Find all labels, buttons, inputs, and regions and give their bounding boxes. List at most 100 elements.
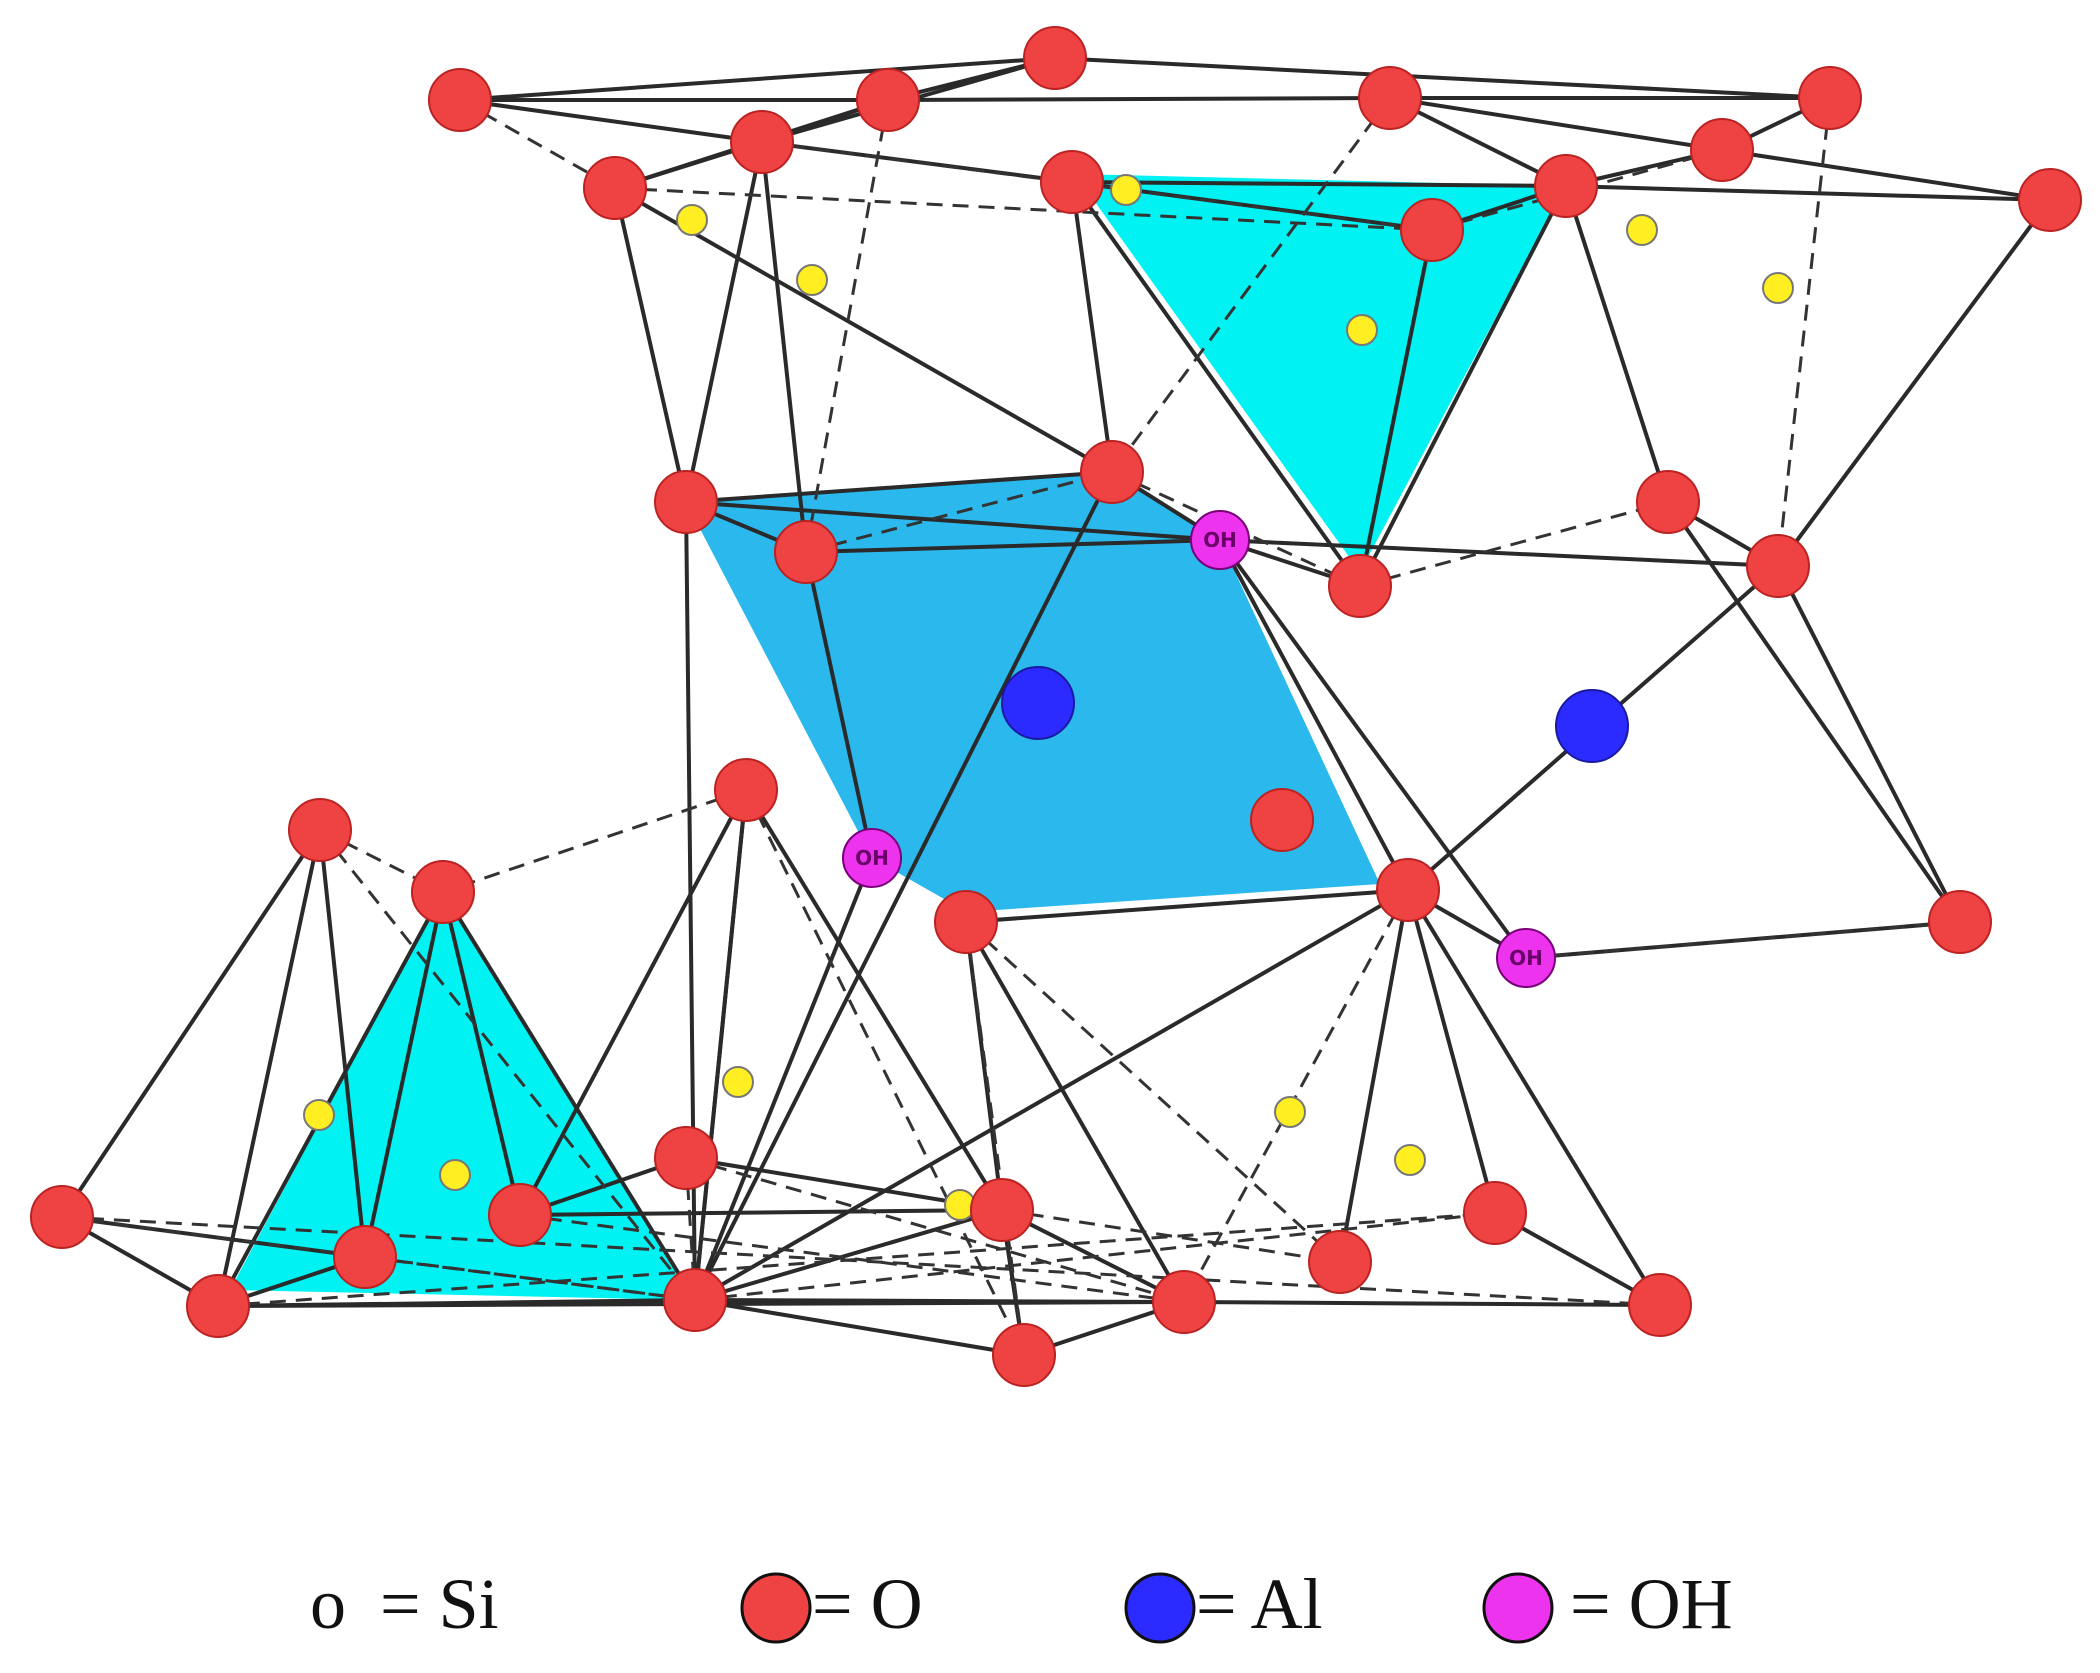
- bond-line: [684, 500, 1222, 542]
- bond-line: [60, 828, 322, 1219]
- oxygen-atom: [30, 1185, 94, 1249]
- bond-line: [1406, 888, 1662, 1307]
- aluminum-atom: [1555, 689, 1629, 763]
- legend-o-label: = O: [812, 1564, 923, 1644]
- oxygen-atom: [1023, 26, 1087, 90]
- bond-line: [1182, 1300, 1662, 1307]
- silicon-atom: [722, 1066, 754, 1098]
- legend-al-label: = Al: [1196, 1564, 1323, 1644]
- bond-line-dashed: [805, 470, 1113, 554]
- bond-line: [886, 96, 1392, 102]
- bond-line-dashed: [964, 920, 1342, 1264]
- bond-line: [693, 1298, 1026, 1357]
- aluminum-atoms: [1001, 666, 1629, 763]
- bond-line: [318, 828, 367, 1259]
- bond-line: [1776, 564, 1962, 924]
- bond-line: [1070, 180, 1114, 474]
- bond-line: [518, 1208, 1004, 1217]
- bond-line: [693, 470, 1114, 1302]
- bond-line: [1358, 184, 1568, 588]
- silicon-atom: [676, 204, 708, 236]
- oxygen-atom: [1400, 198, 1464, 262]
- bond-line: [441, 890, 522, 1217]
- bond-line: [693, 888, 1410, 1302]
- bond-line: [1218, 538, 1410, 892]
- silicon-atom: [1274, 1096, 1306, 1128]
- oxygen-atom: [1376, 858, 1440, 922]
- oxygen-atom: [654, 1126, 718, 1190]
- oxygen-atom: [1080, 440, 1144, 504]
- legend-item-oh: = OH: [1482, 1564, 1733, 1644]
- bond-line: [1070, 180, 1568, 188]
- bond-line: [1666, 500, 1962, 924]
- oxygen-atom: [714, 758, 778, 822]
- bond-line: [1338, 888, 1410, 1264]
- bond-line: [1388, 96, 1724, 152]
- bond-line-dashed: [318, 829, 697, 1301]
- silicon-atom: [1394, 1144, 1426, 1176]
- oxygen-atom: [333, 1225, 397, 1289]
- oxygen-atom: [1358, 66, 1422, 130]
- oxygen-atom: [583, 156, 647, 220]
- oxygen-atom: [970, 1178, 1034, 1242]
- bond-line: [518, 788, 748, 1217]
- bond-line: [1070, 180, 1362, 588]
- oxygen-atom: [992, 1323, 1056, 1387]
- oxygen-atom: [411, 860, 475, 924]
- bond-line-dashed: [364, 1255, 696, 1302]
- bond-line: [1388, 96, 1568, 188]
- bond-line: [693, 788, 748, 1302]
- legend-item-o: = O: [740, 1564, 923, 1644]
- silicon-atom: [1346, 314, 1378, 346]
- oxygen-atom: [1690, 118, 1754, 182]
- oxygen-atom: [1328, 554, 1392, 618]
- hydroxyl-atom: [842, 828, 902, 888]
- bond-line-dashed: [1525, 920, 1961, 960]
- legend-oh-label: = OH: [1570, 1564, 1733, 1644]
- bond-line-dashed: [744, 789, 1026, 1356]
- bond-line: [744, 788, 1004, 1212]
- aluminum-atom: [1001, 666, 1075, 740]
- bond-line: [458, 98, 764, 144]
- oxygen-atom: [1152, 1270, 1216, 1334]
- bond-line: [693, 856, 874, 1302]
- bond-line-dashed: [1001, 1208, 1341, 1264]
- oxygen-atom: [1636, 470, 1700, 534]
- oxygen-atom: [1534, 154, 1598, 218]
- bond-line-dashed: [694, 1211, 1496, 1302]
- bond-line: [684, 140, 764, 504]
- red-circle-icon: [740, 1572, 812, 1644]
- bond-line-dashed: [442, 788, 747, 894]
- legend-item-si: o = Si: [310, 1564, 499, 1644]
- bond-line: [1218, 538, 1528, 960]
- bond-line: [216, 890, 445, 1308]
- silicon-atom: [1110, 174, 1142, 206]
- bond-line: [1720, 148, 2052, 202]
- oxygen-atom: [288, 798, 352, 862]
- bond-line: [964, 920, 1186, 1304]
- bond-line: [760, 140, 808, 554]
- bond-line-dashed: [61, 1215, 1661, 1307]
- bottom-tetrahedron-highlight: [230, 892, 695, 1300]
- bond-line: [1053, 56, 1832, 100]
- bond-line: [804, 550, 874, 860]
- oxygen-atom: [1463, 1181, 1527, 1245]
- oxygen-atoms: [30, 26, 2082, 1387]
- silicon-atom: [1626, 214, 1658, 246]
- silicon-atom: [303, 1099, 335, 1131]
- bond-line: [684, 470, 1114, 504]
- bond-line: [964, 888, 1410, 924]
- bond-line-dashed: [519, 1213, 1185, 1304]
- bond-line-dashed: [217, 1211, 1496, 1308]
- bond-line: [1564, 184, 1670, 504]
- bond-line: [1358, 228, 1434, 588]
- bond-line: [693, 1208, 1004, 1302]
- bond-line-dashed: [1182, 889, 1410, 1303]
- blue-circle-icon: [1124, 1572, 1196, 1644]
- bond-line: [1564, 184, 2052, 202]
- top-tetrahedron-highlight: [1075, 174, 1566, 572]
- bond-line: [363, 890, 445, 1259]
- bond-line-dashed: [761, 140, 1433, 232]
- bond-line-dashed: [1359, 500, 1669, 588]
